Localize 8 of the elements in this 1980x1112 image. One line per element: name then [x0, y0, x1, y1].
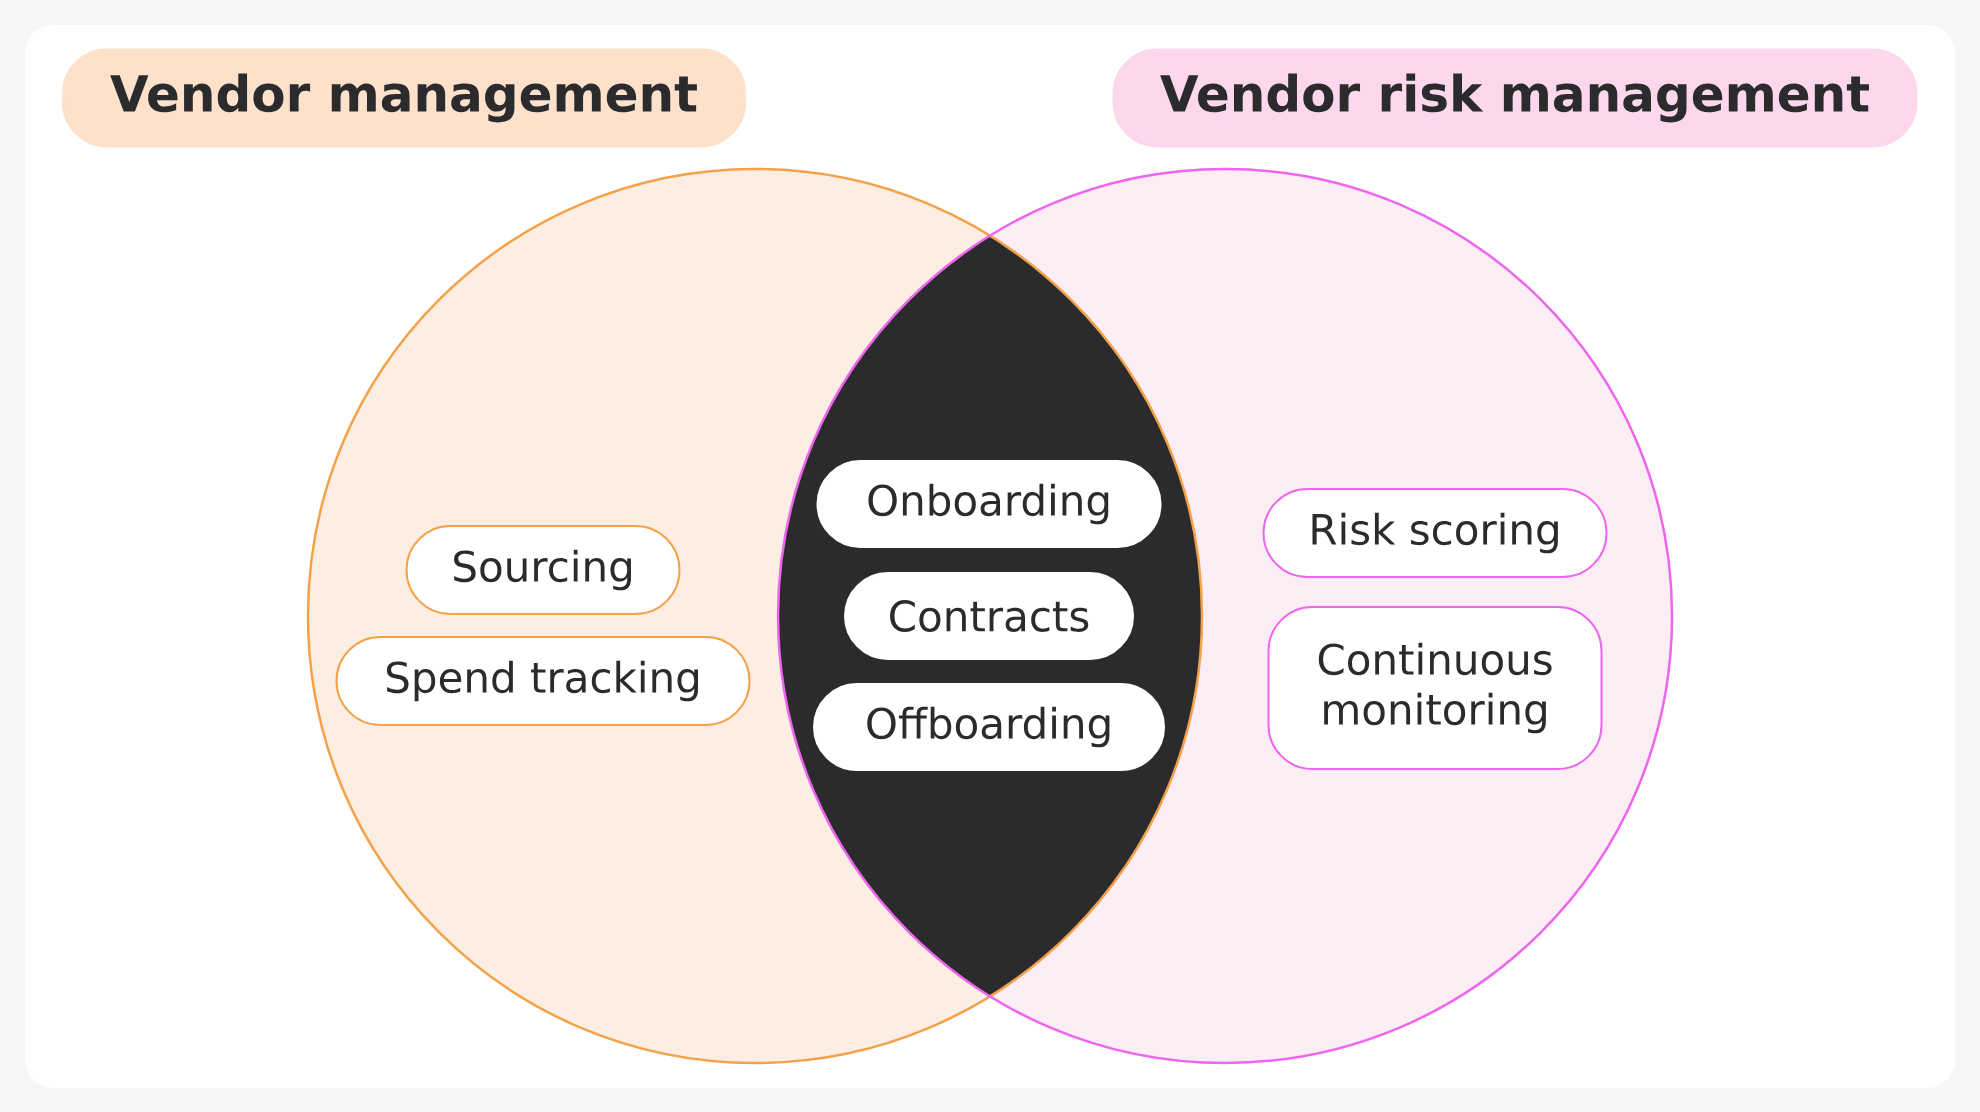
- heading-pill: Vendor management: [62, 48, 746, 148]
- topic-pill: Continuous monitoring: [1267, 606, 1603, 770]
- topic-pill: Sourcing: [405, 525, 681, 615]
- heading-pill: Vendor risk management: [1112, 48, 1918, 148]
- venn-circle: [306, 167, 1204, 1065]
- topic-pill: Spend tracking: [335, 636, 751, 726]
- topic-pill: Risk scoring: [1262, 488, 1608, 578]
- venn-circle: [776, 167, 1674, 1065]
